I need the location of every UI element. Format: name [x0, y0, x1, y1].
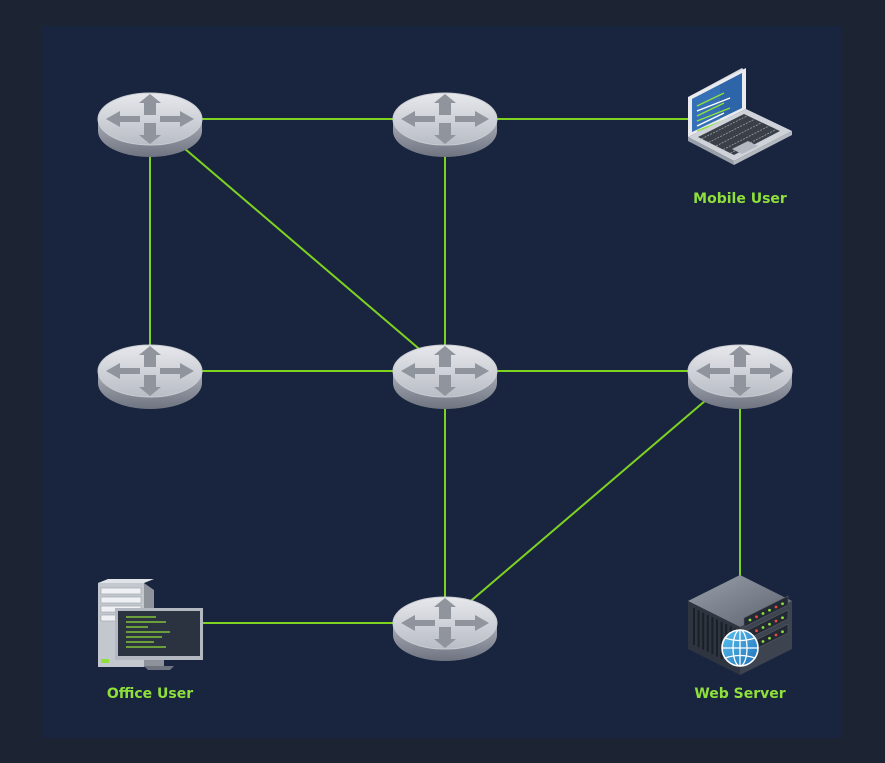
node-label-mobile: Mobile User	[693, 191, 787, 207]
desktop-computer-icon	[98, 579, 203, 670]
router-icon	[392, 596, 498, 662]
link-r1-r4	[149, 118, 446, 372]
router-icon	[392, 92, 498, 158]
router-icon	[97, 92, 203, 158]
node-label-office: Office User	[107, 686, 193, 702]
router-icon	[687, 344, 793, 410]
laptop-icon	[688, 68, 792, 165]
web-server-icon	[688, 575, 792, 675]
link-r5-r6	[444, 370, 741, 624]
router-icon	[392, 344, 498, 410]
router-icon	[97, 344, 203, 410]
node-label-server: Web Server	[694, 686, 785, 702]
